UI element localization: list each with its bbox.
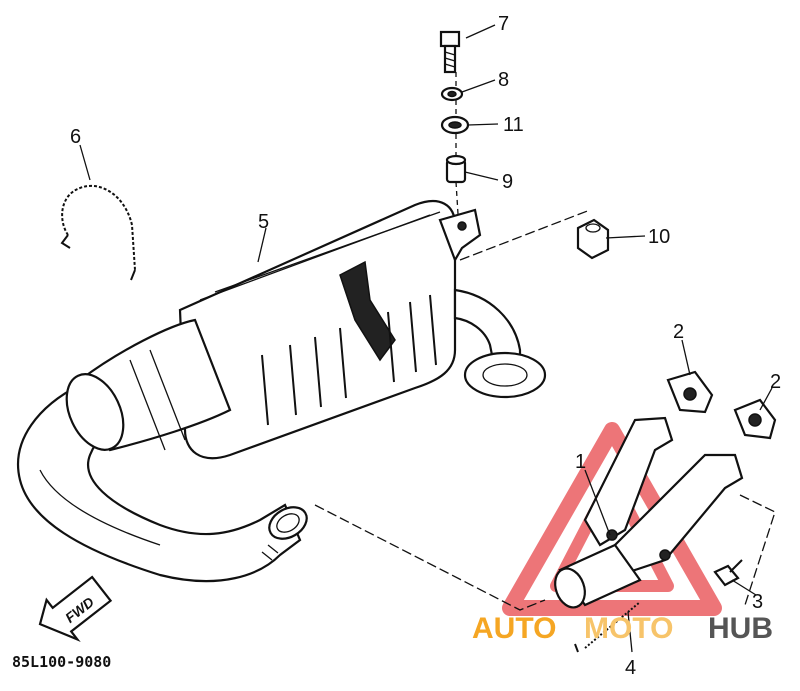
nut-stud: [713, 559, 743, 587]
part-label-8: 8: [498, 69, 509, 91]
watermark-logo-text: AUTO MOTO HUB: [472, 612, 773, 645]
part-label-6: 6: [70, 126, 81, 148]
alignment-lines: [314, 72, 776, 611]
part-label-4: 4: [625, 657, 636, 679]
damper: [445, 154, 467, 184]
part-label-11: 11: [503, 114, 524, 136]
part-label-10: 10: [648, 226, 670, 248]
muffler-ribs: [261, 294, 437, 426]
washer: [440, 86, 464, 102]
nut: [576, 218, 610, 260]
muffler: [65, 200, 547, 460]
stud-bolt: [574, 601, 641, 653]
watermark-moto: MOTO: [584, 612, 673, 645]
watermark-auto: AUTO: [472, 612, 556, 645]
part-label-5: 5: [258, 211, 269, 233]
bolt: [439, 30, 461, 74]
part-label-7: 7: [498, 13, 509, 35]
collar: [440, 115, 470, 135]
part-label-9: 9: [502, 171, 513, 193]
part-label-2b: 2: [770, 371, 781, 393]
exhaust-spring: [60, 184, 136, 281]
drawing-code: 85L100-9080: [12, 653, 111, 671]
part-label-2a: 2: [673, 321, 684, 343]
gasket-left: [666, 370, 714, 414]
gasket-right: [733, 398, 777, 440]
forward-arrow-icon: FWD: [38, 575, 113, 642]
part-label-1: 1: [575, 451, 586, 473]
leader-lines: [79, 24, 773, 653]
part-label-3: 3: [752, 591, 763, 613]
watermark-hub: HUB: [708, 612, 773, 645]
exhaust-header-pipe: [554, 416, 744, 609]
part-labels: 7 8 11 9 10 5 6 2 2 1 3 4: [70, 13, 781, 679]
